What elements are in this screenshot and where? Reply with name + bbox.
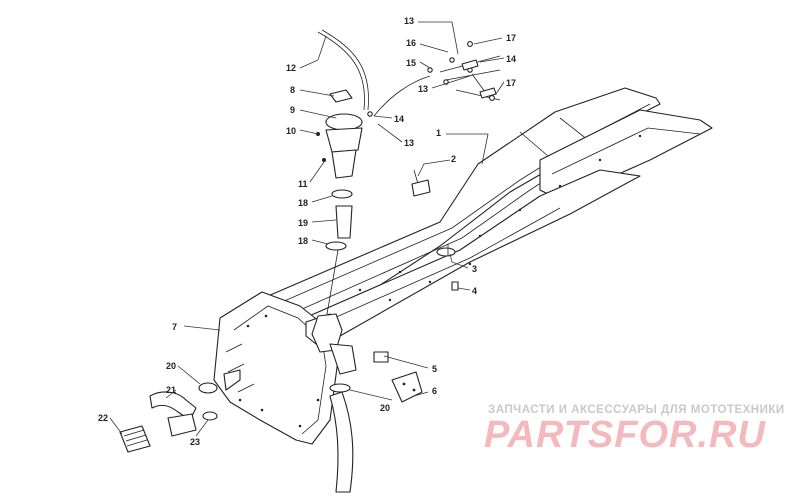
callout-8: 8 xyxy=(290,85,295,95)
callout-3: 3 xyxy=(472,264,477,274)
callout-5: 5 xyxy=(432,364,437,374)
coupler-clamps xyxy=(325,189,353,321)
callout-1: 1 xyxy=(436,128,441,138)
callout-20a: 20 xyxy=(166,361,176,371)
callout-21: 21 xyxy=(166,385,176,395)
callout-4: 4 xyxy=(472,286,477,296)
callout-16: 16 xyxy=(406,38,416,48)
small-fittings xyxy=(367,41,497,117)
callout-labels: 1 2 3 4 5 6 7 8 9 10 11 12 13 13 13 14 1… xyxy=(98,16,516,447)
callout-17a: 17 xyxy=(506,33,516,43)
sensor-bracket xyxy=(373,351,423,403)
callout-13c: 13 xyxy=(404,138,414,148)
callout-18b: 18 xyxy=(298,236,308,246)
callout-15: 15 xyxy=(406,58,416,68)
heat-exchanger-tunnel xyxy=(267,87,713,337)
callout-23: 23 xyxy=(190,437,200,447)
callout-17b: 17 xyxy=(506,78,516,88)
fasteners xyxy=(411,169,459,291)
lower-coolant-pipes xyxy=(119,369,241,453)
filler-neck-assembly xyxy=(316,89,363,179)
callout-7: 7 xyxy=(172,322,177,332)
watermark-logo: PARTSFOR.RU xyxy=(484,414,766,456)
callout-2: 2 xyxy=(451,154,456,164)
thermostat-housing xyxy=(311,313,357,493)
watermark-tagline: ЗАПЧАСТИ И АКСЕССУАРЫ ДЛЯ МОТОТЕХНИКИ xyxy=(488,404,785,416)
callout-6: 6 xyxy=(432,386,437,396)
callout-10: 10 xyxy=(286,126,296,136)
callout-11: 11 xyxy=(298,179,308,189)
callout-18a: 18 xyxy=(298,198,308,208)
callout-14a: 14 xyxy=(506,54,516,64)
leader-lines xyxy=(109,21,505,437)
callout-22: 22 xyxy=(98,413,108,423)
callout-19: 19 xyxy=(298,218,308,228)
callout-20b: 20 xyxy=(380,403,390,413)
callout-14b: 14 xyxy=(394,114,404,124)
callout-13a: 13 xyxy=(404,16,414,26)
callout-9: 9 xyxy=(290,105,295,115)
callout-12: 12 xyxy=(286,63,296,73)
callout-13b: 13 xyxy=(418,84,428,94)
